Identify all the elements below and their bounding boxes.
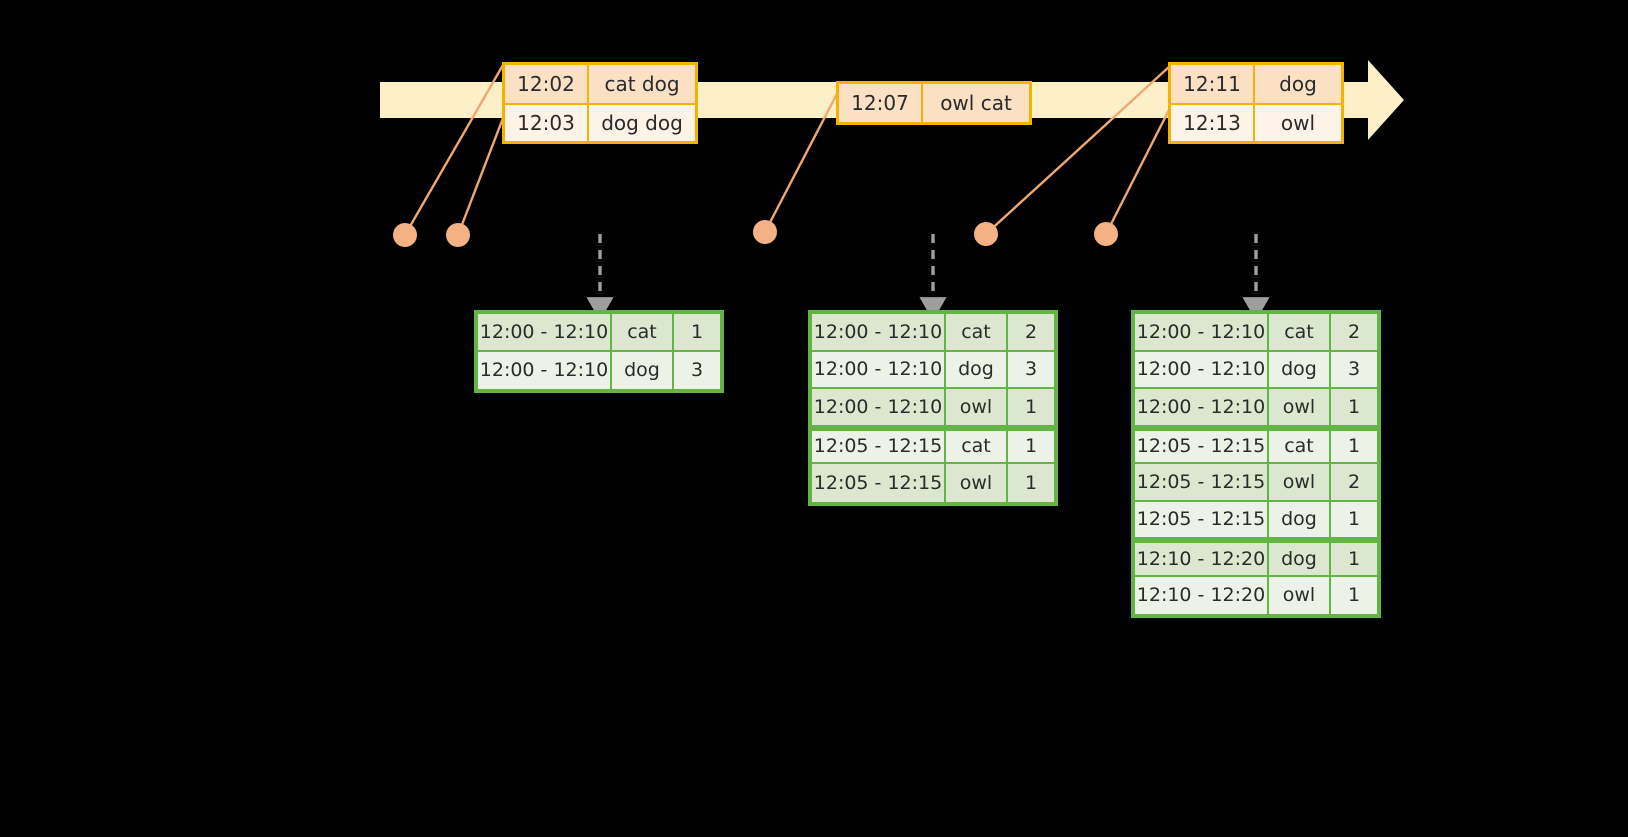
event-dots	[393, 220, 1118, 247]
window-range-cell: 12:00 - 12:10	[478, 314, 612, 352]
window-range-cell: 12:00 - 12:10	[1135, 351, 1269, 389]
count-cell: 2	[1331, 314, 1377, 352]
event-payload: owl cat	[923, 84, 1029, 122]
key-cell: owl	[1269, 389, 1331, 427]
window-range-cell: 12:10 - 12:20	[1135, 576, 1269, 614]
window-emit-arrows	[586, 234, 1270, 321]
event-time: 12:11	[1171, 65, 1255, 103]
count-cell: 1	[1008, 426, 1054, 464]
event-dot-3	[753, 220, 777, 244]
key-cell: cat	[612, 314, 674, 352]
event-dot-5	[1094, 222, 1118, 246]
window-range-cell: 12:05 - 12:15	[1135, 464, 1269, 502]
window-range-cell: 12:00 - 12:10	[812, 389, 946, 427]
event-dot-2	[446, 223, 470, 247]
event-dot-4	[974, 222, 998, 246]
key-cell: cat	[1269, 426, 1331, 464]
key-cell: cat	[946, 426, 1008, 464]
count-cell: 1	[1331, 501, 1377, 539]
count-cell: 2	[1331, 464, 1377, 502]
count-cell: 2	[1008, 314, 1054, 352]
window-range-cell: 12:00 - 12:10	[478, 351, 612, 389]
count-cell: 3	[1331, 351, 1377, 389]
window-range-cell: 12:05 - 12:15	[1135, 426, 1269, 464]
event-payload: dog dog	[589, 103, 695, 141]
window-range-cell: 12:00 - 12:10	[1135, 314, 1269, 352]
count-cell: 1	[1331, 539, 1377, 577]
count-cell: 1	[1008, 389, 1054, 427]
window-range-cell: 12:05 - 12:15	[812, 464, 946, 502]
key-cell: cat	[946, 314, 1008, 352]
connector-3	[763, 86, 842, 234]
event-payload: dog	[1255, 65, 1341, 103]
count-cell: 3	[1008, 351, 1054, 389]
event-payload: cat dog	[589, 65, 695, 103]
window-range-cell: 12:05 - 12:15	[812, 426, 946, 464]
key-cell: dog	[1269, 501, 1331, 539]
connector-1	[403, 63, 505, 237]
key-cell: owl	[946, 389, 1008, 427]
key-cell: dog	[1269, 539, 1331, 577]
connector-5	[1104, 102, 1174, 236]
count-cell: 1	[674, 314, 720, 352]
event-payload: owl	[1255, 103, 1341, 141]
key-cell: dog	[612, 351, 674, 389]
event-dot-1	[393, 223, 417, 247]
key-cell: cat	[1269, 314, 1331, 352]
event-time: 12:02	[505, 65, 589, 103]
count-cell: 1	[1331, 389, 1377, 427]
window-range-cell: 12:00 - 12:10	[812, 351, 946, 389]
key-cell: dog	[1269, 351, 1331, 389]
window-range-cell: 12:00 - 12:10	[1135, 389, 1269, 427]
count-cell: 1	[1331, 426, 1377, 464]
count-cell: 1	[1008, 464, 1054, 502]
event-time: 12:07	[839, 84, 923, 122]
event-time: 12:03	[505, 103, 589, 141]
key-cell: owl	[1269, 576, 1331, 614]
event-time: 12:13	[1171, 103, 1255, 141]
key-cell: owl	[1269, 464, 1331, 502]
count-cell: 3	[674, 351, 720, 389]
window-range-cell: 12:10 - 12:20	[1135, 539, 1269, 577]
count-cell: 1	[1331, 576, 1377, 614]
window-range-cell: 12:00 - 12:10	[812, 314, 946, 352]
window-range-cell: 12:05 - 12:15	[1135, 501, 1269, 539]
key-cell: owl	[946, 464, 1008, 502]
key-cell: dog	[946, 351, 1008, 389]
